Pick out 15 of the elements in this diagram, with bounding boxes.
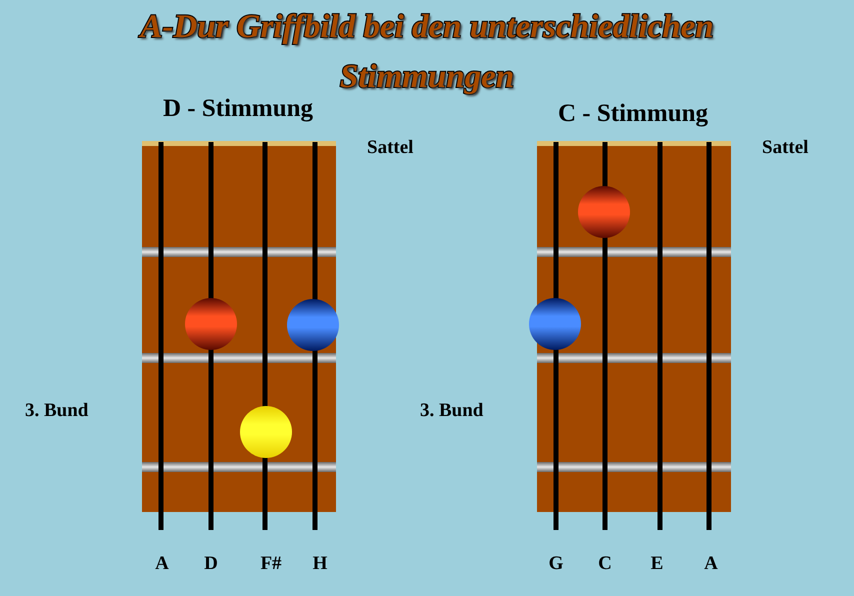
- string-name: A: [704, 553, 718, 575]
- fret-label: 3. Bund: [25, 400, 88, 422]
- tuning-heading: D - Stimmung: [162, 95, 314, 123]
- string-name: H: [312, 553, 328, 575]
- nut-label: Sattel: [367, 137, 414, 159]
- string-name: E: [650, 553, 664, 575]
- string-name: F#: [260, 553, 282, 575]
- string-name: C: [598, 553, 612, 575]
- string-name: G: [548, 553, 564, 575]
- tuning-heading: C - Stimmung: [556, 100, 709, 128]
- title: A-Dur Griffbild bei den unterschiedlichen Stimmungen: [138, 8, 715, 97]
- string-name: A: [155, 553, 169, 575]
- string-name: D: [204, 553, 218, 575]
- nut-label: Sattel: [762, 137, 808, 159]
- fret-label: 3. Bund: [420, 400, 484, 422]
